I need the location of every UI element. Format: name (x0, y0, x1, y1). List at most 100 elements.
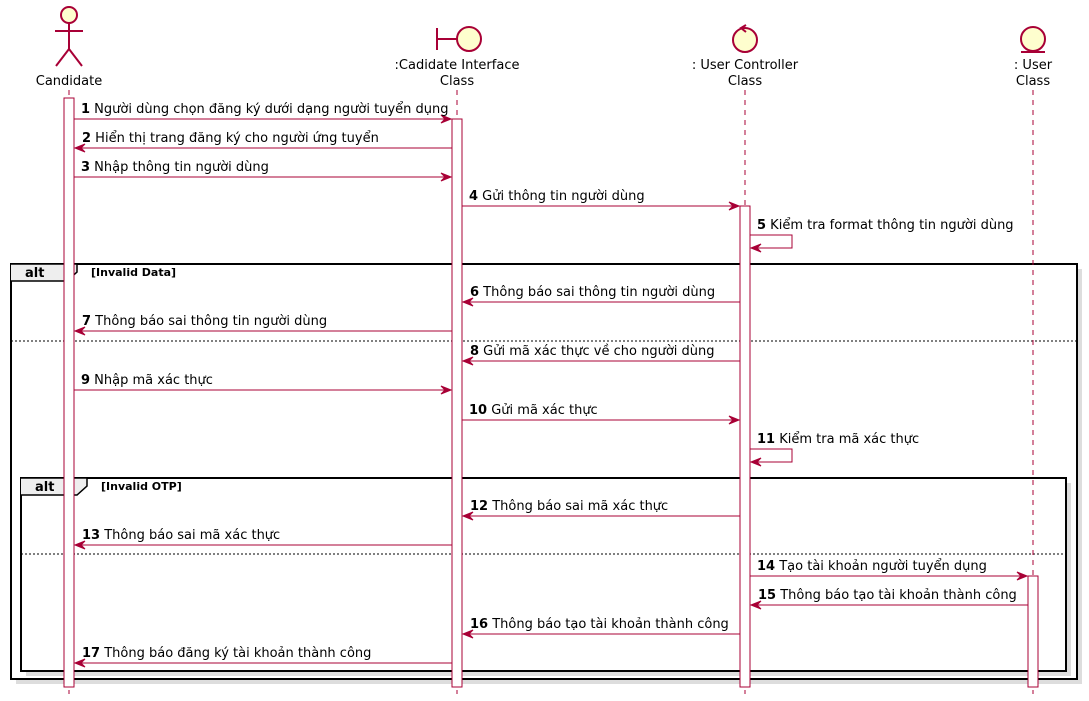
message-number: 11 (757, 432, 775, 447)
message-number: 17 (82, 646, 100, 661)
arrowhead (749, 600, 762, 610)
message-17: 17 Thông báo đăng ký tài khoản thành côn… (73, 646, 452, 668)
arrowhead (461, 356, 474, 366)
message-label: 7 Thông báo sai thông tin người dùng (82, 314, 327, 329)
message-label: 10 Gửi mã xác thực (469, 403, 598, 418)
participant-label: Class (1016, 74, 1050, 89)
fragment-layer: alt[Invalid Data]alt[Invalid OTP] (10, 263, 1082, 684)
fragment-operator: alt (35, 480, 54, 495)
message-text: Nhập thông tin người dùng (90, 160, 269, 175)
message-text: Nhập mã xác thực (90, 373, 213, 388)
message-2: 2 Hiển thị trang đăng ký cho người ứng t… (73, 131, 452, 153)
message-text: Kiểm tra mã xác thực (775, 432, 919, 447)
activation-bar-ctrl (739, 205, 751, 688)
activation-layer (63, 97, 1039, 688)
message-13: 13 Thông báo sai mã xác thực (73, 528, 452, 550)
participant-label: Candidate (36, 74, 102, 89)
message-number: 7 (82, 314, 91, 329)
message-7: 7 Thông báo sai thông tin người dùng (73, 314, 452, 336)
message-text: Thông báo sai thông tin người dùng (479, 285, 715, 300)
message-label: 9 Nhập mã xác thực (81, 373, 213, 388)
participant-label: Class (440, 74, 474, 89)
message-11: 11 Kiểm tra mã xác thực (749, 432, 919, 467)
message-8: 8 Gửi mã xác thực về cho người dùng (461, 344, 740, 366)
message-number: 12 (470, 499, 488, 514)
message-label: 17 Thông báo đăng ký tài khoản thành côn… (82, 646, 371, 661)
message-label: 16 Thông báo tạo tài khoản thành công (470, 617, 729, 632)
message-text: Gửi thông tin người dùng (478, 189, 645, 204)
arrowhead (73, 540, 86, 550)
self-message-line (750, 448, 793, 463)
actor-icon (55, 6, 83, 67)
arrowhead (1016, 571, 1029, 581)
message-16: 16 Thông báo tạo tài khoản thành công (461, 617, 740, 639)
message-number: 3 (81, 160, 90, 175)
message-1: 1 Người dùng chọn đăng ký dưới dạng ngườ… (74, 102, 453, 124)
message-10: 10 Gửi mã xác thực (462, 403, 741, 425)
message-4: 4 Gửi thông tin người dùng (462, 189, 741, 211)
participant-label: : User Controller (692, 58, 799, 73)
message-number: 9 (81, 373, 90, 388)
message-label: 4 Gửi thông tin người dùng (469, 189, 645, 204)
message-number: 16 (470, 617, 488, 632)
arrowhead (73, 326, 86, 336)
control-icon (732, 24, 758, 53)
message-text: Kiểm tra format thông tin người dùng (766, 218, 1014, 233)
self-message-line (750, 234, 793, 249)
message-text: Gửi mã xác thực (487, 403, 598, 418)
arrowhead (461, 629, 474, 639)
message-9: 9 Nhập mã xác thực (74, 373, 453, 395)
message-number: 5 (757, 218, 766, 233)
message-label: 2 Hiển thị trang đăng ký cho người ứng t… (82, 131, 379, 146)
arrowhead (73, 143, 86, 153)
message-label: 8 Gửi mã xác thực về cho người dùng (470, 344, 715, 359)
arrowhead (461, 297, 474, 307)
message-label: 12 Thông báo sai mã xác thực (470, 499, 668, 514)
entity-icon (1020, 26, 1046, 53)
message-number: 4 (469, 189, 478, 204)
message-number: 6 (470, 285, 479, 300)
message-layer: 1 Người dùng chọn đăng ký dưới dạng ngườ… (73, 102, 1029, 668)
message-3: 3 Nhập thông tin người dùng (74, 160, 453, 182)
participant-label: Class (728, 74, 762, 89)
message-number: 15 (758, 588, 776, 603)
participant-label: : User (1014, 58, 1053, 73)
message-text: Thông báo sai mã xác thực (488, 499, 668, 514)
message-text: Người dùng chọn đăng ký dưới dạng người … (90, 102, 448, 117)
activation-bar-candidate (63, 97, 75, 688)
message-label: 1 Người dùng chọn đăng ký dưới dạng ngườ… (81, 102, 449, 117)
activation-bar-ui (451, 118, 463, 688)
arrowhead (440, 114, 453, 124)
message-text: Thông báo tạo tài khoản thành công (488, 617, 729, 632)
message-text: Hiển thị trang đăng ký cho người ứng tuy… (91, 131, 379, 146)
message-label: 15 Thông báo tạo tài khoản thành công (758, 588, 1017, 603)
arrowhead (749, 243, 762, 253)
alt-fragment-frame (20, 477, 1067, 672)
message-12: 12 Thông báo sai mã xác thực (461, 499, 740, 521)
arrowhead (749, 457, 762, 467)
fragment-guard: [Invalid Data] (91, 266, 176, 279)
arrowhead (440, 172, 453, 182)
arrowhead (461, 511, 474, 521)
message-number: 8 (470, 344, 479, 359)
message-6: 6 Thông báo sai thông tin người dùng (461, 285, 740, 307)
message-15: 15 Thông báo tạo tài khoản thành công (749, 588, 1028, 610)
message-label: 5 Kiểm tra format thông tin người dùng (757, 218, 1014, 233)
message-text: Thông báo sai mã xác thực (100, 528, 280, 543)
participant-label: :Cadidate Interface (395, 58, 520, 73)
message-text: Thông báo sai thông tin người dùng (91, 314, 327, 329)
message-label: 14 Tạo tài khoản người tuyển dụng (757, 559, 987, 574)
message-label: 6 Thông báo sai thông tin người dùng (470, 285, 715, 300)
message-text: Thông báo đăng ký tài khoản thành công (100, 646, 371, 661)
arrowhead (728, 201, 741, 211)
message-number: 10 (469, 403, 487, 418)
message-text: Tạo tài khoản người tuyển dụng (775, 559, 987, 574)
message-14: 14 Tạo tài khoản người tuyển dụng (750, 559, 1029, 581)
message-5: 5 Kiểm tra format thông tin người dùng (749, 218, 1014, 253)
message-text: Gửi mã xác thực về cho người dùng (479, 344, 714, 359)
message-text: Thông báo tạo tài khoản thành công (776, 588, 1017, 603)
message-label: 13 Thông báo sai mã xác thực (82, 528, 280, 543)
message-number: 1 (81, 102, 90, 117)
